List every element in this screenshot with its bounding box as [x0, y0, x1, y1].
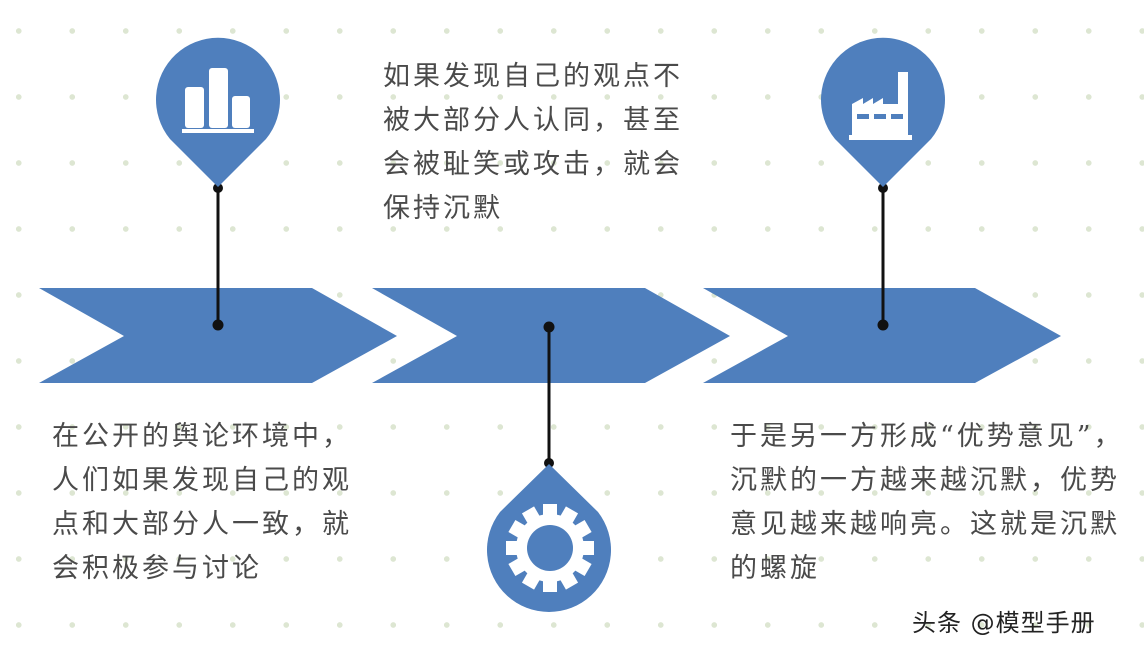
gear-icon	[506, 504, 594, 592]
chevron-step-2	[372, 288, 730, 383]
factory-icon	[849, 72, 912, 140]
chevron-step-1	[39, 288, 397, 383]
watermark: 头条 @模型手册	[912, 609, 1096, 637]
connector-dot-3-top	[878, 183, 888, 193]
connector-dot-2-top	[543, 321, 555, 333]
chevron-step-3	[703, 288, 1061, 383]
connector-dot-3-bottom	[877, 319, 889, 331]
step-3-description: 于是另一方形成“优势意见”，沉默的一方越来越沉默，优势意见越来越响亮。这就是沉默…	[730, 421, 1124, 584]
pin-marker-3	[820, 37, 946, 187]
connector-dot-1-top	[213, 183, 223, 193]
connector-dot-1-bottom	[212, 319, 224, 331]
bar-chart-icon	[182, 68, 254, 133]
pin-marker-1	[155, 37, 280, 187]
step-2-description: 如果发现自己的观点不被大部分人认同，甚至会被耻笑或攻击，就会保持沉默	[383, 61, 683, 224]
pin-marker-2	[486, 464, 611, 612]
connector-dot-2-bottom	[544, 458, 554, 468]
step-1-description: 在公开的舆论环境中，人们如果发现自己的观点和大部分人一致，就会积极参与讨论	[52, 421, 352, 584]
